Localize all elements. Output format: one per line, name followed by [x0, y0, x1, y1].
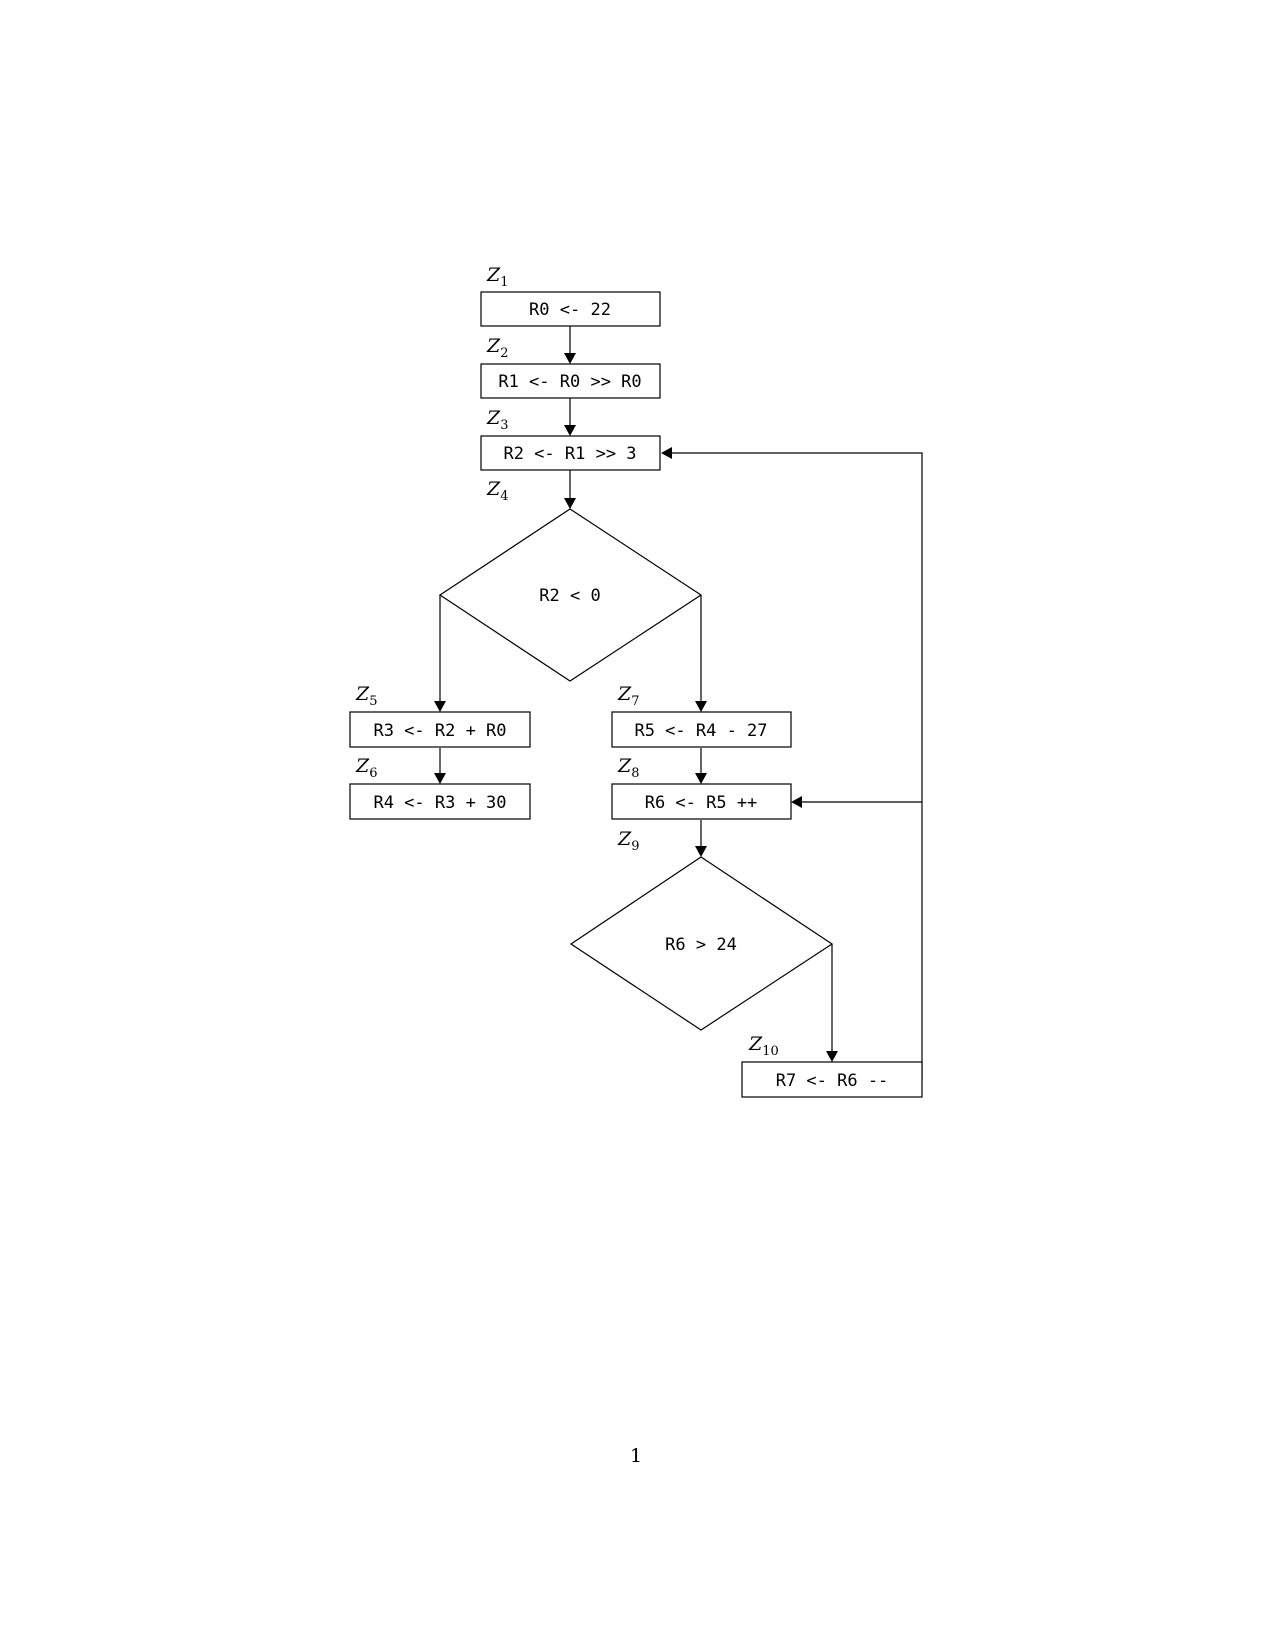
node-label: Z5 — [355, 683, 377, 709]
arrowhead-loop-z8 — [791, 796, 802, 808]
node-z9: Z9 R6 > 24 — [569, 828, 834, 1031]
process-box — [480, 363, 661, 399]
node-z7: Z7 R5 <- R4 - 27 — [611, 683, 792, 748]
node-text: R4 <- R3 + 30 — [373, 793, 506, 813]
arrowhead-z7 — [695, 701, 707, 712]
arrowhead-z3 — [564, 425, 576, 436]
node-text: R7 <- R6 -- — [776, 1071, 889, 1091]
node-z2: Z2 R1 <- R0 >> R0 — [480, 335, 661, 399]
node-label: Z2 — [486, 335, 508, 361]
node-label: Z4 — [486, 478, 508, 504]
node-text: R5 <- R4 - 27 — [634, 721, 767, 741]
process-box — [349, 783, 531, 820]
node-text: R6 <- R5 ++ — [645, 793, 758, 813]
arrowhead-z4 — [564, 498, 576, 509]
node-z10: Z10 R7 <- R6 -- — [741, 1033, 923, 1098]
node-text: R2 <- R1 >> 3 — [503, 444, 636, 464]
decision-diamond — [438, 508, 703, 682]
node-text: R6 > 24 — [665, 935, 737, 955]
arrowhead-z6 — [434, 773, 446, 784]
arrowhead-loop-z3 — [661, 447, 672, 459]
process-box — [611, 783, 792, 820]
node-label: Z6 — [355, 755, 377, 781]
node-z4: Z4 R2 < 0 — [438, 478, 703, 682]
process-box — [611, 711, 792, 748]
node-z3: Z3 R2 <- R1 >> 3 — [480, 407, 661, 471]
edges — [434, 326, 923, 1080]
node-text: R0 <- 22 — [529, 300, 611, 320]
node-z8: Z8 R6 <- R5 ++ — [611, 755, 792, 820]
process-box — [480, 291, 661, 327]
decision-diamond — [569, 856, 834, 1031]
arrowhead-z5 — [434, 701, 446, 712]
node-text: R3 <- R2 + R0 — [373, 721, 506, 741]
node-label: Z10 — [748, 1033, 779, 1059]
node-z6: Z6 R4 <- R3 + 30 — [349, 755, 531, 820]
node-label: Z3 — [486, 407, 508, 433]
arrowhead-z8 — [695, 773, 707, 784]
page-number: 1 — [630, 1445, 642, 1467]
node-z5: Z5 R3 <- R2 + R0 — [349, 683, 531, 748]
process-box — [480, 435, 661, 471]
node-text: R1 <- R0 >> R0 — [498, 372, 641, 392]
node-text: R2 < 0 — [539, 586, 600, 606]
arrowhead-z2 — [564, 353, 576, 364]
node-label: Z9 — [617, 828, 639, 854]
node-label: Z8 — [617, 755, 639, 781]
node-label: Z1 — [486, 264, 508, 290]
arrowhead-z10 — [826, 1051, 838, 1062]
node-z1: Z1 R0 <- 22 — [480, 264, 661, 327]
process-box — [741, 1061, 923, 1098]
process-box — [349, 711, 531, 748]
arrowhead-z9 — [695, 846, 707, 857]
node-label: Z7 — [617, 683, 639, 709]
edge-z10-z3-loop — [670, 452, 923, 1080]
